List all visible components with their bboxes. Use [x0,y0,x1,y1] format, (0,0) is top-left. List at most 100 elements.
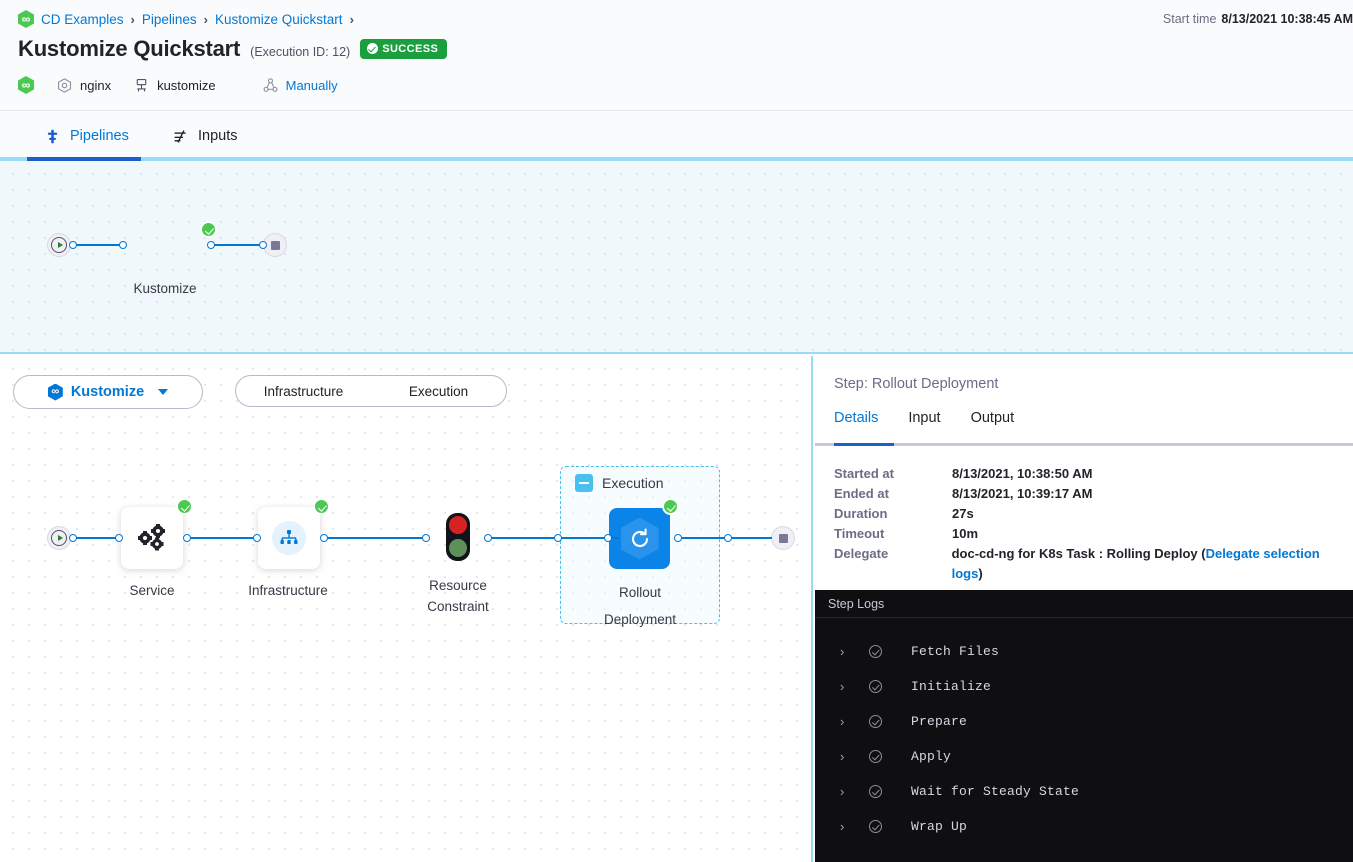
log-row-initialize[interactable]: › Initialize [815,669,1353,704]
chevron-right-icon[interactable]: › [840,644,845,659]
primary-tabbar: Pipelines Inputs [0,110,1353,160]
log-row-label: Apply [911,749,952,764]
page-header: CD Examples › Pipelines › Kustomize Quic… [0,0,1353,110]
status-success-icon [869,750,882,763]
stage-selector[interactable]: Kustomize [13,375,203,409]
field-value: 27s [952,506,974,521]
field-value: 8/13/2021, 10:38:50 AM [952,466,1093,481]
stage-node-infrastructure-label: Infrastructure [248,583,328,598]
graph-edge [678,537,728,539]
status-success-badge [176,498,193,515]
port-dot [259,241,267,249]
field-started-at: Started at 8/13/2021, 10:38:50 AM [815,464,1353,484]
field-key: Duration [834,506,888,521]
pipeline-end-node[interactable] [263,233,287,257]
inputs-icon [174,129,186,143]
status-success-badge [200,221,217,238]
chevron-right-icon[interactable]: › [840,784,845,799]
step-details-fields: Started at 8/13/2021, 10:38:50 AM Ended … [815,464,1353,584]
service-hex-icon [57,77,72,93]
port-dot [484,534,492,542]
log-row-apply[interactable]: › Apply [815,739,1353,774]
graph-edge [73,537,119,539]
meta-trigger-label[interactable]: Manually [285,77,338,93]
status-success-badge [313,498,330,515]
segment-infrastructure[interactable]: Infrastructure [263,383,344,399]
stage-section-toggle[interactable]: Infrastructure Execution [235,375,507,407]
infra-circle [272,521,306,555]
log-row-fetch-files[interactable]: › Fetch Files [815,634,1353,669]
stage-start-node[interactable] [47,526,71,550]
tab-details[interactable]: Details [834,410,879,426]
status-badge-label: SUCCESS [382,42,439,55]
traffic-light-red [449,516,467,534]
port-dot [724,534,732,542]
port-dot [69,534,77,542]
tab-strip [0,157,1353,161]
chevron-right-icon[interactable]: › [840,749,845,764]
chevron-right-icon[interactable]: › [840,714,845,729]
field-key: Timeout [834,526,885,541]
stage-selector-label: Kustomize [70,384,145,400]
port-dot [554,534,562,542]
field-timeout: Timeout 10m [815,524,1353,544]
rc-label-line2: Constraint [427,599,489,614]
page-title: Kustomize Quickstart [18,36,241,61]
pipeline-start-node[interactable] [47,233,71,257]
rollout-label-line1: Rollout [618,585,662,600]
execution-meta-row: nginx kustomize [18,76,338,94]
collapse-icon[interactable] [575,474,593,492]
tab-output[interactable]: Output [970,410,1015,426]
tab-input[interactable]: Input [908,410,941,426]
stage-node-resource-constraint[interactable] [446,513,470,561]
rollout-hex-bg [620,517,659,560]
tab-pipelines[interactable]: Pipelines [44,111,129,161]
breadcrumb-separator: › [203,11,209,27]
stage-node-rollout-deployment[interactable] [609,508,670,569]
delegate-selection-logs-link[interactable]: Delegate selection logs [951,546,1320,581]
trigger-icon [263,77,278,92]
meta-service-label: nginx [80,77,112,93]
chevron-right-icon[interactable]: › [840,819,845,834]
pipeline-canvas[interactable]: Kustomize [0,161,1353,424]
port-dot [207,241,215,249]
delegate-text: doc-cd-ng for K8s Task : Rolling Deploy … [951,546,1206,561]
log-row-wrap-up[interactable]: › Wrap Up [815,809,1353,844]
status-success-icon [869,680,882,693]
breadcrumb-item-cd-examples[interactable]: CD Examples [41,11,124,27]
segment-execution[interactable]: Execution [408,383,469,399]
log-row-label: Initialize [911,679,992,694]
chevron-right-icon[interactable]: › [840,679,845,694]
stage-end-node[interactable] [771,526,795,550]
graph-edge [187,537,257,539]
tab-inputs-label: Inputs [198,128,238,144]
field-delegate: Delegate doc-cd-ng for K8s Task : Rollin… [815,544,1353,584]
stage-node-service-label: Service [129,583,175,598]
meta-trigger: Manually [262,77,338,94]
stage-node-service[interactable] [121,507,183,569]
service-gears-icon [138,524,165,551]
harness-hex-icon [18,76,34,94]
status-success-icon [869,715,882,728]
breadcrumb-separator: › [349,11,354,27]
log-row-wait-for-steady-state[interactable]: › Wait for Steady State [815,774,1353,809]
step-logs-panel: Step Logs › Fetch Files › Initialize › P… [815,590,1353,862]
graph-edge [211,244,263,246]
tabs-divider [815,443,1353,446]
tab-inputs[interactable]: Inputs [172,111,238,161]
step-details-title: Step: Rollout Deployment [834,376,999,392]
status-badge: SUCCESS [360,38,448,59]
rc-label-line1: Resource [429,578,487,593]
execution-group-header[interactable]: Execution [575,474,663,492]
breadcrumb-item-pipelines[interactable]: Pipelines [141,11,197,27]
step-logs-list: › Fetch Files › Initialize › Prepare › A… [815,634,1353,844]
breadcrumb-item-kustomize-quickstart[interactable]: Kustomize Quickstart [215,11,343,27]
start-time-value: 8/13/2021 10:38:45 AM [1221,12,1353,26]
graph-edge [324,537,426,539]
graph-edge [728,537,772,539]
kustomize-hex-icon [47,383,63,401]
stage-node-infrastructure[interactable] [258,507,320,569]
execution-group-label: Execution [602,475,664,491]
status-success-icon [869,645,882,658]
log-row-prepare[interactable]: › Prepare [815,704,1353,739]
